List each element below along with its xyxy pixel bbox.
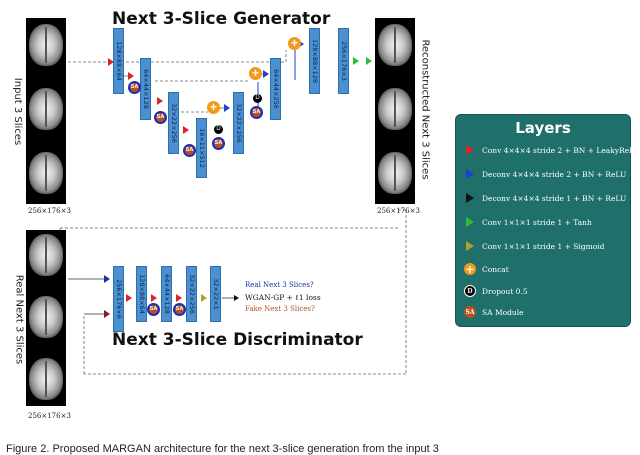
block-label: 256×176×3 xyxy=(339,41,348,81)
discriminator-title: Next 3-Slice Discriminator xyxy=(112,330,363,350)
concat-icon: + xyxy=(288,37,301,50)
block-label: 16×11×512 xyxy=(197,128,206,168)
fake-question-text: Fake Next 3 Slices? xyxy=(245,305,315,313)
discriminator-block: 128×88×64 xyxy=(136,266,147,322)
brain-slice xyxy=(29,234,63,276)
real-slices-image xyxy=(26,230,66,406)
brain-slice xyxy=(378,152,412,194)
figure-caption: Figure 2. Proposed MARGAN architecture f… xyxy=(6,443,439,455)
block-label: 64×44×128 xyxy=(141,69,150,109)
block-label: 256×176×6 xyxy=(114,279,123,319)
sa-module-icon: SA xyxy=(250,106,263,119)
legend-label: Concat xyxy=(482,264,509,274)
loss-text: WGAN-GP + ℓ1 loss xyxy=(245,293,321,302)
generator-output-block: 256×176×3 xyxy=(338,28,349,94)
input-dims-label: 256×176×3 xyxy=(28,207,71,215)
sa-module-icon: SA xyxy=(154,111,167,124)
generator-encoder-block: 64×44×128 xyxy=(140,58,151,120)
brain-slice xyxy=(378,88,412,130)
concat-icon: + xyxy=(207,101,220,114)
sa-module-icon: SA xyxy=(128,81,141,94)
sa-module-icon: SA xyxy=(173,303,186,316)
generator-bottleneck-block: 16×11×512 xyxy=(196,118,207,178)
discriminator-block: 32×22×256 xyxy=(186,266,197,322)
generator-decoder-block: 128×88×128 xyxy=(309,28,320,94)
discriminator-block: 256×176×6 xyxy=(113,266,124,332)
legend-label: Deconv 4×4×4 stride 2 + BN + ReLU xyxy=(482,169,627,179)
brain-slice xyxy=(29,296,63,338)
generator-decoder-block: 32×22×256 xyxy=(233,92,244,154)
brain-slice xyxy=(29,88,63,130)
block-label: 32×22×256 xyxy=(234,103,243,143)
legend-item-sa-module: SA SA Module xyxy=(464,304,524,320)
legend-item-deconv-stride2: Deconv 4×4×4 stride 2 + BN + ReLU xyxy=(464,166,626,182)
block-label: 64×44×128 xyxy=(162,274,171,314)
block-label: 32×22×256 xyxy=(169,103,178,143)
concat-icon: + xyxy=(464,262,476,276)
brain-slice xyxy=(29,24,63,66)
dropout-icon: D xyxy=(464,285,476,297)
legend-item-deconv-stride1: Deconv 4×4×4 stride 1 + BN + ReLU xyxy=(464,190,626,206)
discriminator-output-block: 32×22×1 xyxy=(210,266,221,322)
sa-module-icon: SA xyxy=(212,137,225,150)
block-label: 64×44×256 xyxy=(271,69,280,109)
real-slices-label: Real Next 3 Slices xyxy=(13,274,25,365)
dropout-icon: D xyxy=(253,94,262,103)
generator-decoder-block: 64×44×256 xyxy=(270,58,281,120)
legend-label: Conv 4×4×4 stride 2 + BN + LeakyReLU xyxy=(482,145,640,155)
legend-item-conv-sigmoid: Conv 1×1×1 stride 1 + Sigmoid xyxy=(464,238,604,254)
blue-triangle-icon xyxy=(466,169,474,179)
block-label: 128×88×64 xyxy=(114,41,123,81)
green-triangle-icon xyxy=(466,217,474,227)
legend-label: SA Module xyxy=(482,307,524,317)
legend-label: Dropout 0.5 xyxy=(482,286,528,296)
brain-slice xyxy=(29,152,63,194)
brain-slice xyxy=(29,358,63,400)
sa-module-icon: SA xyxy=(147,303,160,316)
layers-legend: Layers Conv 4×4×4 stride 2 + BN + LeakyR… xyxy=(455,114,640,327)
reconstructed-slices-image xyxy=(375,18,415,204)
black-triangle-icon xyxy=(466,193,474,203)
red-triangle-icon xyxy=(466,145,474,155)
olive-triangle-icon xyxy=(466,241,474,251)
legend-item-concat: + Concat xyxy=(464,261,509,277)
legend-label: Deconv 4×4×4 stride 1 + BN + ReLU xyxy=(482,193,627,203)
block-label: 128×88×128 xyxy=(310,39,319,83)
sa-module-icon: SA xyxy=(464,306,476,318)
input-slices-label: Input 3 Slices xyxy=(12,77,24,146)
reconstructed-dims-label: 256×176×3 xyxy=(377,207,420,215)
sa-module-icon: SA xyxy=(183,144,196,157)
legend-item-dropout: D Dropout 0.5 xyxy=(464,283,528,299)
generator-encoder-block: 128×88×64 xyxy=(113,28,124,94)
block-label: 32×22×256 xyxy=(187,274,196,314)
concat-icon: + xyxy=(249,67,262,80)
generator-encoder-block: 32×22×256 xyxy=(168,92,179,154)
input-slices-image xyxy=(26,18,66,204)
reconstructed-slices-label: Reconstructed Next 3 Slices xyxy=(419,39,431,180)
legend-item-conv-leakyrelu: Conv 4×4×4 stride 2 + BN + LeakyReLU xyxy=(464,142,640,158)
block-label: 32×22×1 xyxy=(211,278,220,310)
block-label: 128×88×64 xyxy=(137,274,146,314)
brain-slice xyxy=(378,24,412,66)
real-question-text: Real Next 3 Slices? xyxy=(245,281,314,289)
discriminator-block: 64×44×128 xyxy=(161,266,172,322)
legend-item-conv-tanh: Conv 1×1×1 stride 1 + Tanh xyxy=(464,214,592,230)
legend-title: Layers xyxy=(515,119,571,137)
generator-title: Next 3-Slice Generator xyxy=(112,9,331,29)
legend-label: Conv 1×1×1 stride 1 + Tanh xyxy=(482,217,592,227)
legend-label: Conv 1×1×1 stride 1 + Sigmoid xyxy=(482,241,605,251)
real-dims-label: 256×176×3 xyxy=(28,412,71,420)
dropout-icon: D xyxy=(214,125,223,134)
